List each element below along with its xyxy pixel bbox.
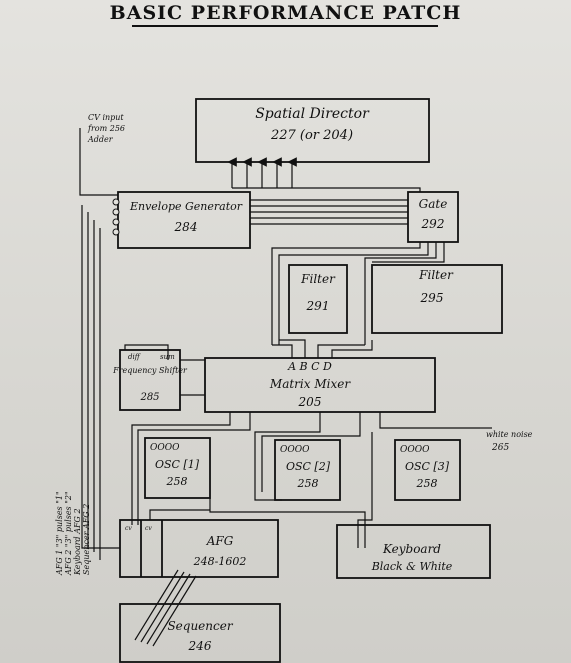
gate-name: Gate (419, 197, 448, 211)
module-filter-291: Filter 291 (288, 264, 348, 334)
module-keyboard: Keyboard Black & White (336, 524, 491, 579)
gate-number: 292 (421, 217, 445, 231)
source-label-2: AFG 2 "3" pulses "2" (64, 491, 73, 576)
osc-1-jacks: OOOO (150, 443, 180, 453)
matrix-mixer-inputs: A B C D (287, 360, 332, 373)
freq-shifter-diff-label: diff (128, 353, 141, 361)
freq-shifter-name: Frequency Shifter (112, 366, 188, 375)
osc-3-jacks: OOOO (400, 445, 430, 455)
envelope-generator-number: 284 (174, 220, 198, 234)
envelope-jack-1 (112, 198, 120, 206)
freq-shifter-number: 285 (139, 392, 159, 403)
matrix-mixer-number: 205 (298, 395, 322, 409)
osc-2-name: OSC [2] (286, 460, 331, 473)
spatial-director-number: 227 (or 204) (270, 128, 353, 143)
module-filter-295: Filter 295 (371, 264, 503, 334)
afg-name: AFG (206, 534, 234, 548)
envelope-jack-3 (112, 218, 120, 226)
filter-291-name: Filter (300, 272, 336, 286)
filter-295-number: 295 (420, 291, 444, 305)
osc-2-jacks: OOOO (280, 445, 310, 455)
module-afg: cv cv AFG 248-1602 (119, 519, 279, 578)
module-matrix-mixer: A B C D Matrix Mixer 205 (204, 357, 436, 413)
white-noise-line-2: 265 (491, 443, 509, 453)
matrix-mixer-name: Matrix Mixer (269, 377, 351, 391)
module-osc-2: OOOO OSC [2] 258 (274, 439, 341, 501)
module-envelope-generator: Envelope Generator 284 (112, 191, 251, 249)
sequencer-number: 246 (188, 639, 212, 653)
module-sequencer: Sequencer 246 (119, 603, 281, 663)
title-underline (132, 25, 438, 27)
sequencer-name: Sequencer (167, 619, 233, 633)
filter-291-number: 291 (306, 299, 330, 313)
afg-number: 248-1602 (193, 555, 247, 568)
envelope-jack-4 (112, 228, 120, 236)
envelope-jack-2 (112, 208, 120, 216)
source-label-4: Sequencer AFG 2 (82, 504, 91, 575)
source-label-1: AFG 1 "3" pulses "1" (55, 491, 64, 576)
keyboard-subtitle: Black & White (371, 560, 453, 573)
osc-3-number: 258 (416, 477, 438, 490)
module-osc-3: OOOO OSC [3] 258 (394, 439, 461, 501)
module-spatial-director: Spatial Director 227 (or 204) (195, 98, 430, 163)
patch-cords (79, 128, 492, 647)
white-noise-annotation: white noise 265 (486, 430, 533, 453)
cv-input-line-2: from 256 (87, 124, 125, 133)
envelope-generator-name: Envelope Generator (129, 200, 243, 213)
osc-3-name: OSC [3] (405, 460, 450, 473)
afg-jack-cv-2: cv (145, 525, 152, 532)
module-frequency-shifter: diff sum Frequency Shifter 285 (112, 349, 188, 411)
osc-1-name: OSC [1] (155, 458, 200, 471)
white-noise-line-1: white noise (486, 430, 533, 439)
keyboard-name: Keyboard (382, 542, 441, 556)
cv-input-line-3: Adder (87, 135, 114, 144)
filter-295-name: Filter (418, 268, 454, 282)
module-gate: Gate 292 (407, 191, 459, 243)
cv-input-annotation: CV input from 256 Adder (87, 113, 125, 144)
freq-shifter-sum-label: sum (160, 353, 175, 361)
cv-input-line-1: CV input (88, 113, 124, 122)
osc-1-number: 258 (166, 475, 188, 488)
source-label-3: Keyboard AFG 2 (73, 508, 82, 576)
spatial-director-name: Spatial Director (255, 106, 370, 122)
afg-jack-cv-1: cv (125, 525, 132, 532)
source-labels: AFG 1 "3" pulses "1" AFG 2 "3" pulses "2… (55, 491, 91, 576)
page-title: BASIC PERFORMANCE PATCH (109, 2, 462, 24)
module-osc-1: OOOO OSC [1] 258 (144, 437, 211, 499)
osc-2-number: 258 (297, 477, 319, 490)
